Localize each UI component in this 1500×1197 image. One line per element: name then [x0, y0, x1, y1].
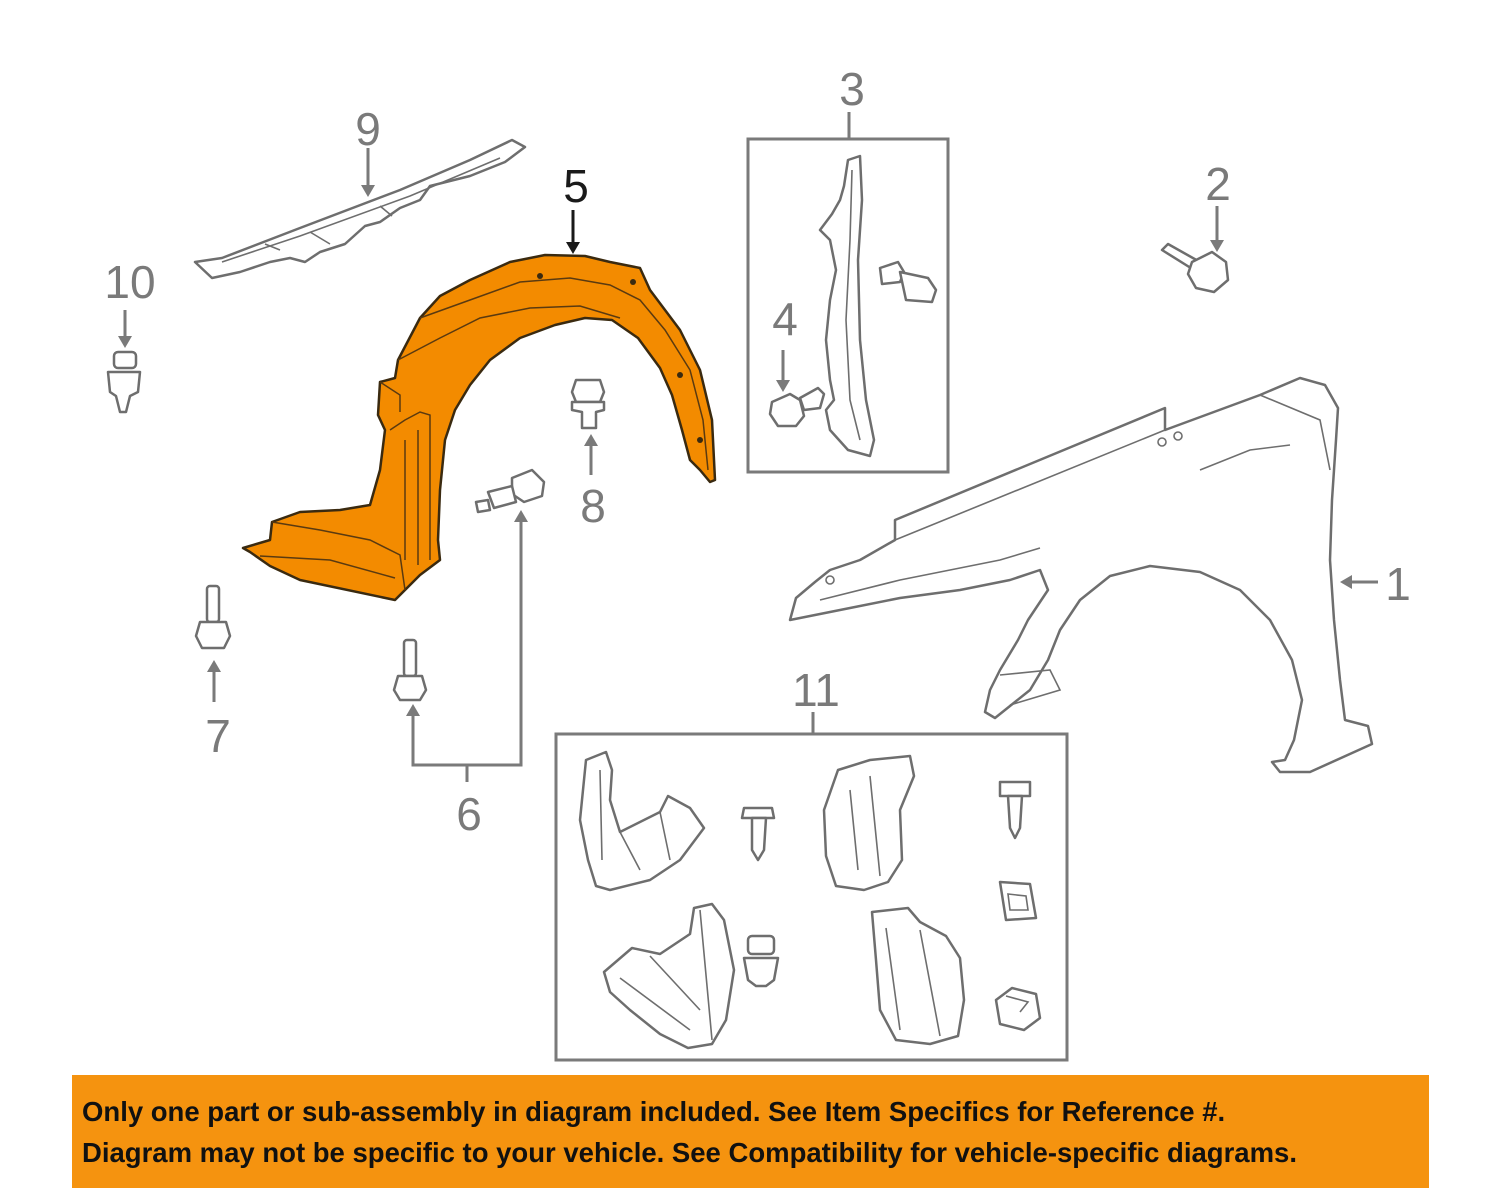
part-3-seal[interactable] — [818, 154, 876, 458]
part-11-mudguard-rear[interactable] — [602, 902, 736, 1050]
part-2-bolt[interactable] — [1160, 242, 1230, 294]
callout-4[interactable]: 4 — [772, 293, 798, 345]
part-11-splash-shield-b[interactable] — [870, 906, 966, 1046]
part-11-mudguard-front-left[interactable] — [578, 750, 706, 892]
disclaimer-line-1: Only one part or sub-assembly in diagram… — [82, 1095, 1226, 1127]
part-1-fender[interactable] — [788, 376, 1374, 774]
part-10-clip[interactable] — [106, 350, 142, 414]
part-9-bracket[interactable] — [193, 138, 527, 280]
part-6-bolt-upper[interactable] — [474, 468, 546, 514]
callout-6[interactable]: 6 — [456, 788, 482, 840]
callout-2[interactable]: 2 — [1205, 158, 1231, 210]
part-11-splash-shield-a[interactable] — [822, 754, 916, 892]
callout-7[interactable]: 7 — [205, 710, 231, 762]
part-11-nut-b[interactable] — [994, 986, 1042, 1032]
callout-5[interactable]: 5 — [563, 160, 589, 212]
part-5-fender-liner[interactable] — [241, 253, 717, 602]
part-11-nut-a[interactable] — [998, 880, 1038, 922]
callout-10[interactable]: 10 — [104, 256, 155, 308]
part-4-clip[interactable] — [768, 386, 826, 428]
part-11-screw-a[interactable] — [740, 806, 776, 862]
callout-8[interactable]: 8 — [580, 480, 606, 532]
parts-diagram: 9 10 5 8 6 — [104, 63, 1411, 1062]
part-6-bolt-lower[interactable] — [392, 638, 428, 702]
part-3-clip[interactable] — [878, 260, 938, 304]
part-8-bolt[interactable] — [570, 378, 606, 430]
part-7-bolt[interactable] — [194, 584, 232, 650]
callout-11[interactable]: 11 — [792, 664, 840, 716]
callout-9[interactable]: 9 — [355, 103, 381, 155]
disclaimer-line-2: Diagram may not be specific to your vehi… — [82, 1136, 1297, 1168]
disclaimer-banner: Only one part or sub-assembly in diagram… — [72, 1075, 1429, 1188]
part-11-clip[interactable] — [742, 934, 780, 988]
callout-3[interactable]: 3 — [839, 63, 865, 115]
callout-1[interactable]: 1 — [1385, 558, 1411, 610]
part-11-screw-b[interactable] — [998, 780, 1032, 840]
